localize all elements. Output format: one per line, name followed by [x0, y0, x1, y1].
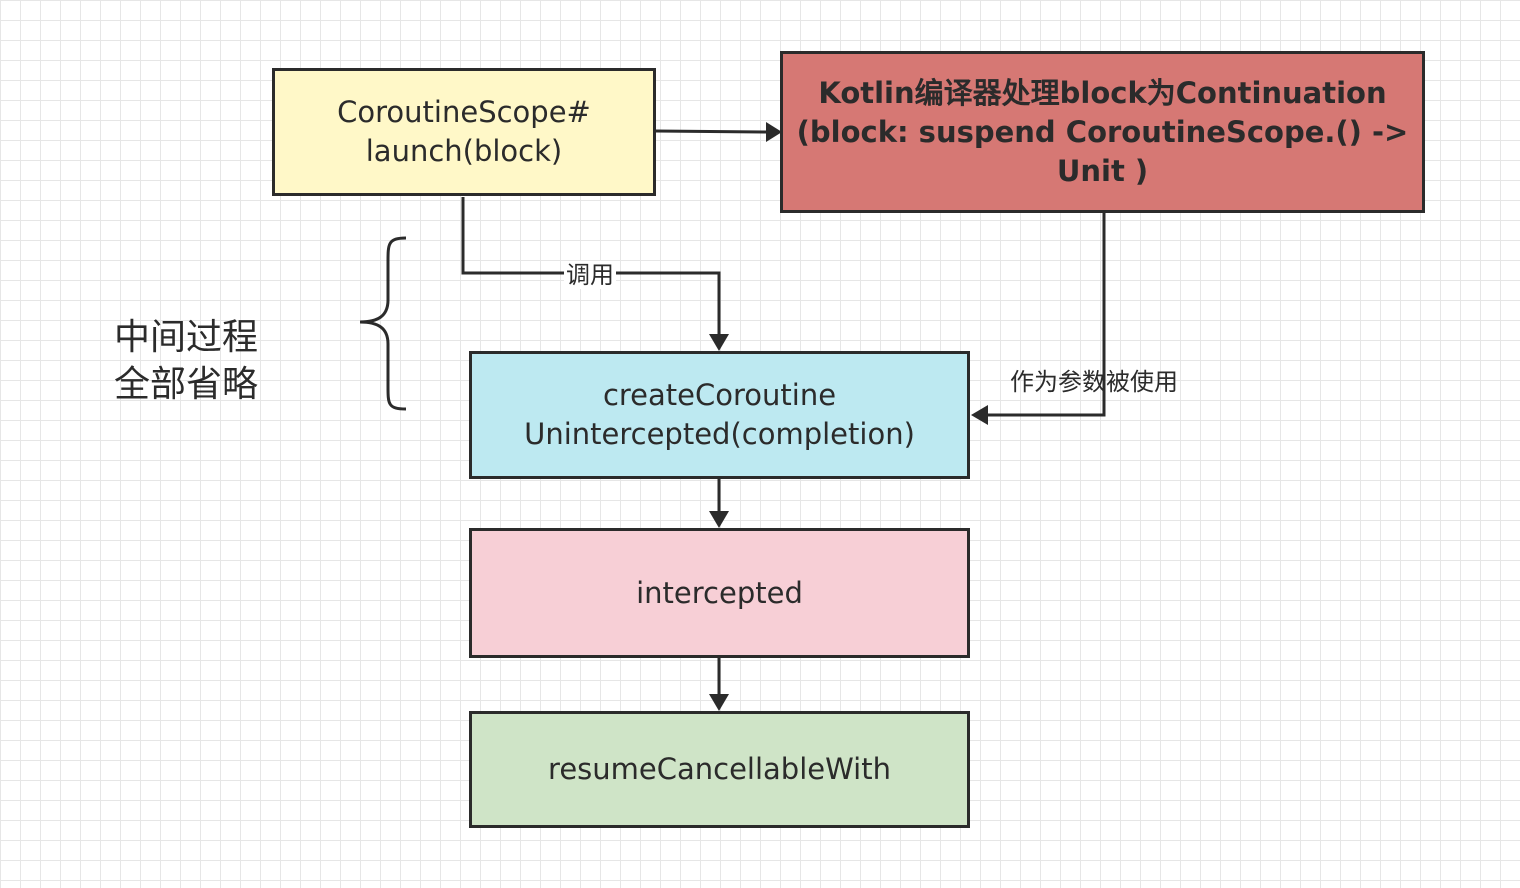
create-coroutine-node-label: createCoroutine Unintercepted(completion…	[524, 378, 915, 451]
edge-label-as-param: 作为参数被使用	[1010, 368, 1178, 396]
arrow-head	[766, 122, 782, 142]
edge-kotlin-to-create	[971, 213, 1106, 425]
launch-node-label: CoroutineScope# launch(block)	[337, 95, 591, 168]
edge-launch-to-kotlin	[655, 122, 782, 142]
kotlin-compiler-node: Kotlin编译器处理block为Continuation (block: su…	[780, 51, 1425, 213]
omitted-process-note: 中间过程 全部省略	[114, 317, 259, 405]
edge-label-call: 调用	[564, 261, 616, 289]
resume-cancellable-node-label: resumeCancellableWith	[548, 752, 891, 786]
launch-node: CoroutineScope# launch(block)	[272, 68, 656, 196]
arrow-head	[709, 334, 729, 351]
intercepted-node-label: intercepted	[636, 575, 803, 610]
create-coroutine-node: createCoroutine Unintercepted(completion…	[469, 351, 970, 479]
edge-intercepted-to-resume	[709, 658, 729, 711]
kotlin-compiler-node-label: Kotlin编译器处理block为Continuation (block: su…	[796, 75, 1409, 188]
intercepted-node: intercepted	[469, 528, 970, 658]
resume-cancellable-node: resumeCancellableWith	[469, 711, 970, 828]
arrow-head	[971, 405, 988, 425]
arrow-head	[709, 511, 729, 528]
arrow-head	[709, 694, 729, 711]
curly-brace	[359, 236, 407, 411]
edge-create-to-intercepted	[709, 479, 729, 528]
